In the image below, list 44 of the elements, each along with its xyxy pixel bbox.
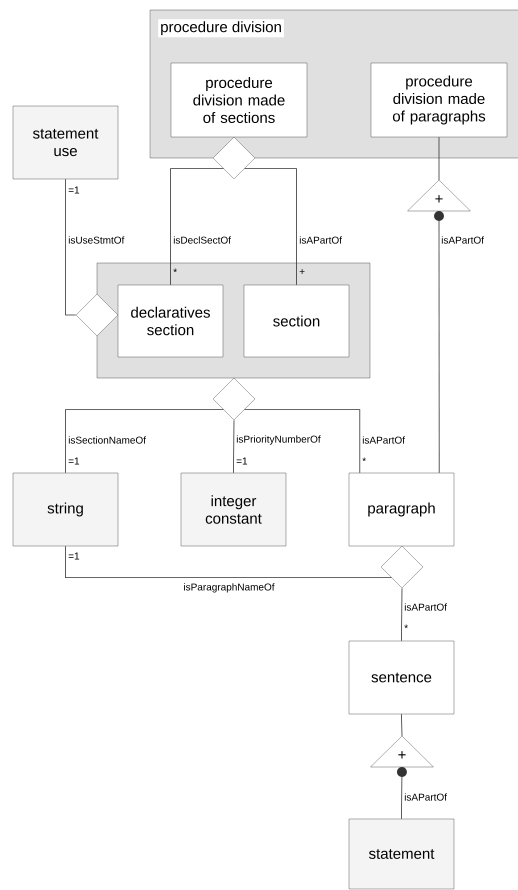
aggregation-triangle: + <box>370 736 434 768</box>
role-label: isAPartOf <box>442 236 484 244</box>
relationship-diamond <box>212 378 256 420</box>
connector-line <box>401 714 402 736</box>
connector-line <box>244 409 360 474</box>
entity-box: section <box>244 284 350 358</box>
connector-line <box>65 178 76 316</box>
role-label: isAPartOf <box>362 436 405 444</box>
connector-line <box>233 420 234 474</box>
role-label: isUseStmtOf <box>68 236 124 244</box>
relationship-diamond <box>76 294 118 336</box>
multiplicity-label: * <box>173 268 177 272</box>
connector-line <box>396 767 407 820</box>
multiplicity-label: =1 <box>236 458 248 464</box>
connector-line <box>65 546 392 578</box>
multiplicity-label: =1 <box>68 552 80 560</box>
role-label: isPriorityNumberOf <box>236 435 321 445</box>
entity-box: integer constant <box>180 472 286 546</box>
multiplicity-label: + <box>300 269 305 274</box>
multiplicity-label: =1 <box>68 458 80 464</box>
connector-line <box>434 211 444 474</box>
role-label: isAPartOf <box>404 603 447 611</box>
multiplicity-label: * <box>404 624 408 628</box>
entity-box: procedure division made of paragraphs <box>370 62 508 138</box>
relationship-diamond <box>212 136 256 180</box>
role-label: isAPartOf <box>404 793 447 801</box>
role-label: isAPartOf <box>300 236 342 244</box>
connector-line <box>170 168 224 286</box>
relationship-diamond <box>380 546 424 588</box>
container-title: procedure division <box>158 19 284 38</box>
multiplicity-label: * <box>362 458 366 462</box>
connector-line <box>401 588 402 642</box>
connector-line <box>65 409 224 474</box>
multiplicity-label: =1 <box>68 186 80 194</box>
role-label: isParagraphNameOf <box>184 583 275 593</box>
role-label: isSectionNameOf <box>68 436 146 444</box>
connector-line <box>244 168 297 286</box>
role-label: isDeclSectOf <box>174 236 231 244</box>
connector-line <box>438 136 440 180</box>
entity-box: statement <box>348 818 454 890</box>
entity-box: statement use <box>12 106 118 180</box>
entity-box: string <box>12 472 118 546</box>
aggregation-triangle: + <box>407 180 471 212</box>
entity-box: sentence <box>348 640 454 714</box>
